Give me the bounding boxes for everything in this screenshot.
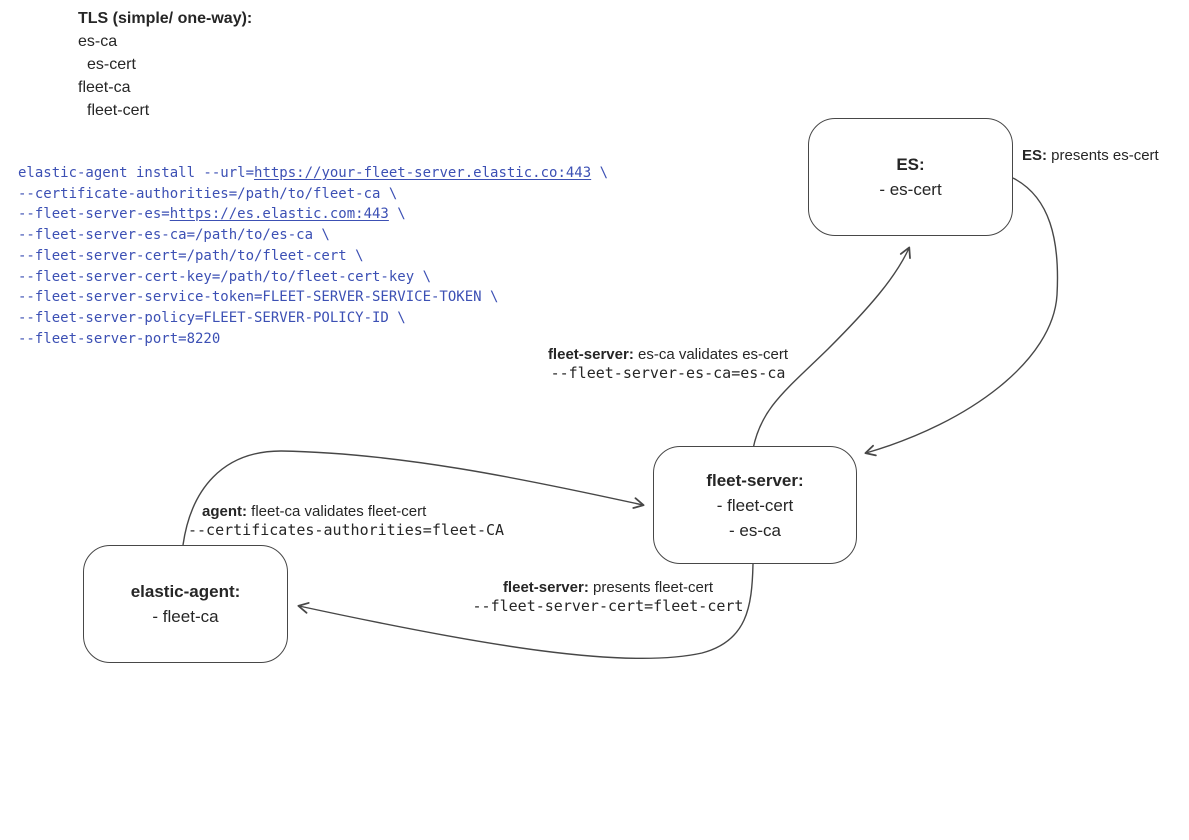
install-command-line: --fleet-server-cert=/path/to/fleet-cert …	[18, 247, 364, 264]
install-command-code: elastic-agent install --url=https://your…	[18, 163, 608, 349]
label-bold-prefix: ES:	[1022, 147, 1048, 164]
install-command-line: --fleet-server-es-ca=/path/to/es-ca \	[18, 227, 330, 244]
label-text: presents fleet-cert	[588, 579, 714, 596]
label-fleet-server-validates-es-cert: fleet-server: es-ca validates es-cert --…	[530, 346, 806, 382]
label-flag-mono: --certificates-authorities=fleet-CA	[188, 521, 505, 539]
label-bold-prefix: fleet-server:	[547, 346, 634, 363]
node-es: ES: - es-cert	[808, 118, 1013, 236]
label-text: fleet-ca validates fleet-cert	[247, 503, 427, 520]
install-command-line: --fleet-server-es=https://es.elastic.com…	[18, 206, 406, 223]
install-command-line: --fleet-server-port=8220	[18, 330, 221, 347]
node-es-item: - es-cert	[879, 180, 942, 199]
install-command-line: --certificate-authorities=/path/to/fleet…	[18, 185, 398, 202]
tls-legend-item: es-cert	[87, 56, 136, 73]
node-fleet-server-item: - es-ca	[729, 520, 781, 540]
tls-legend-items: es-ca es-cert fleet-ca fleet-cert	[78, 30, 252, 122]
label-agent-validates-fleet-cert: agent: fleet-ca validates fleet-cert --c…	[188, 503, 504, 539]
install-command-line: --fleet-server-cert-key=/path/to/fleet-c…	[18, 268, 432, 285]
label-text: presents es-cert	[1047, 147, 1159, 164]
label-bold-prefix: fleet-server:	[502, 579, 589, 596]
tls-legend-item: fleet-ca	[78, 79, 131, 96]
node-elastic-agent: elastic-agent: - fleet-ca	[83, 545, 288, 663]
node-fleet-server: fleet-server: - fleet-cert - es-ca	[653, 446, 857, 564]
label-flag-mono: --fleet-server-cert=fleet-cert	[472, 597, 744, 615]
tls-legend-title: TLS (simple/ one-way):	[78, 10, 253, 27]
tls-legend-item: fleet-cert	[87, 102, 150, 119]
label-text: es-ca validates es-cert	[633, 346, 789, 363]
install-command-line: --fleet-server-service-token=FLEET-SERVE…	[18, 289, 499, 306]
tls-legend-item: es-ca	[78, 33, 118, 50]
label-bold-prefix: agent:	[202, 503, 247, 520]
node-fleet-server-item: - fleet-cert	[716, 495, 794, 515]
node-es-title: ES:	[896, 155, 925, 174]
node-elastic-agent-item: - fleet-ca	[152, 607, 219, 626]
install-command-line: --fleet-server-policy=FLEET-SERVER-POLIC…	[18, 309, 406, 326]
label-flag-mono: --fleet-server-es-ca=es-ca	[550, 364, 786, 382]
node-elastic-agent-title: elastic-agent:	[130, 582, 241, 601]
label-fleet-server-presents-fleet-cert: fleet-server: presents fleet-cert --flee…	[452, 579, 764, 615]
install-command-line: elastic-agent install --url=https://your…	[18, 165, 609, 181]
node-fleet-server-title: fleet-server:	[706, 470, 804, 490]
label-es-presents-es-cert: ES: presents es-cert	[1022, 147, 1159, 165]
tls-legend: TLS (simple/ one-way): es-ca es-cert fleet…	[78, 7, 252, 122]
